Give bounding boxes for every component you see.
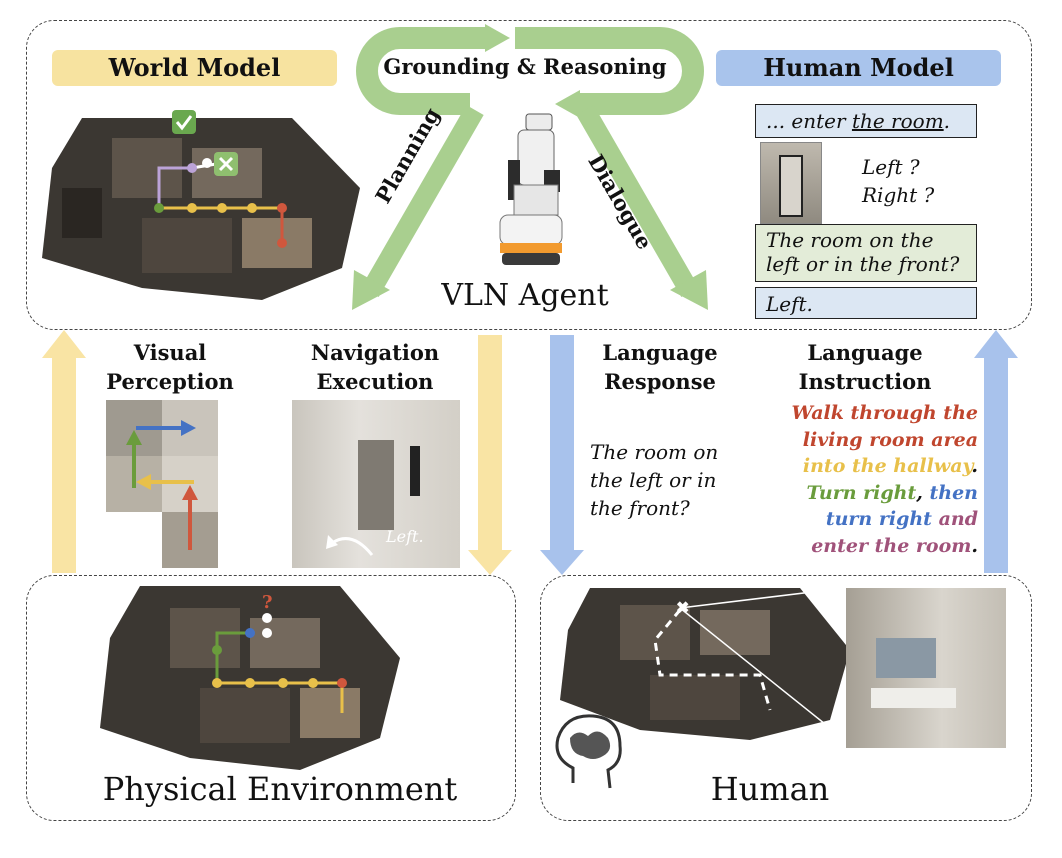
language-response-text: The room on the left or in the front?	[590, 440, 719, 520]
right-question: Right ?	[862, 183, 935, 207]
bathroom-view-image	[846, 588, 1006, 748]
cross-icon	[214, 152, 238, 176]
grounding-reasoning-label: Grounding & Reasoning	[383, 54, 667, 79]
dialogue-bubble-answer: Left.	[755, 287, 977, 319]
visual-perception-tiles	[106, 400, 218, 568]
human-panel	[540, 575, 1032, 821]
vln-agent-label: VLN Agent	[441, 278, 609, 313]
navigation-corridor-image	[292, 400, 460, 568]
human-label: Human	[710, 770, 830, 808]
target-marker-icon: ✖	[676, 598, 690, 617]
human-house-image	[560, 580, 850, 740]
world-model-label: World Model	[52, 50, 337, 86]
hallway-thumbnail	[760, 142, 822, 224]
instr-line-1: Walk through the	[791, 402, 978, 424]
physical-environment-label: Physical Environment	[102, 770, 458, 808]
physical-environment-panel	[26, 575, 516, 821]
world-model-house-image	[42, 108, 360, 300]
human-model-label: Human Model	[716, 50, 1001, 86]
brain-icon	[555, 714, 622, 789]
check-icon	[172, 110, 196, 134]
instr-line-4: Turn right	[806, 481, 917, 504]
nav-left-label: Left.	[386, 527, 424, 546]
turn-left-arrow-icon	[326, 535, 374, 556]
top-panel	[26, 20, 1032, 330]
physical-environment-house-image	[100, 578, 400, 770]
instr-line-2: living room area	[802, 428, 978, 451]
robot-icon	[499, 113, 563, 265]
language-instruction-text: Walk through the living room area into t…	[791, 402, 978, 557]
left-question: Left ?	[862, 155, 920, 179]
dialogue-bubble-instruction: ... enter the room.	[755, 104, 977, 138]
instr-line-5: turn right	[825, 508, 932, 530]
instr-line-6: enter the room	[811, 534, 972, 557]
question-icon: ?	[262, 592, 273, 613]
instr-line-3: into the hallway	[802, 455, 972, 477]
